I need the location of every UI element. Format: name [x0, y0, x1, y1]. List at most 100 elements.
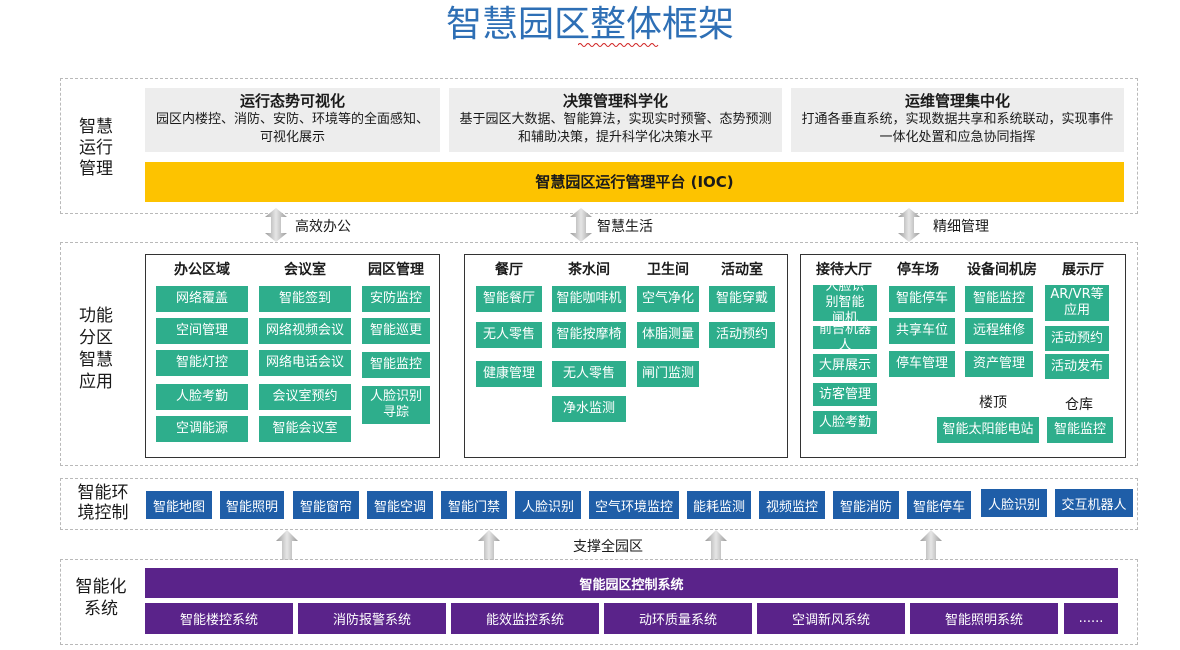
sys-label-line: 系统 [84, 599, 118, 619]
feature-tile[interactable]: 停车管理 [888, 350, 956, 378]
system-item[interactable]: 动环质量系统 [604, 603, 752, 634]
ops-box-heading: 运维管理集中化 [904, 92, 1010, 110]
feature-tile[interactable]: 智能灯控 [155, 349, 249, 377]
env-label-line: 智能环 [77, 483, 129, 503]
env-item[interactable]: 人脸识别 [980, 488, 1048, 518]
env-item[interactable]: 空气环境监控 [588, 490, 680, 520]
connector-office: 高效办公 [295, 219, 351, 235]
feature-tile[interactable]: 健康管理 [475, 360, 543, 388]
feature-tile[interactable]: 人脸考勤 [155, 383, 249, 411]
feature-tile[interactable]: 智能按摩椅 [551, 321, 627, 349]
env-item[interactable]: 智能消防 [832, 490, 900, 520]
feature-tile[interactable]: 大屏展示 [812, 353, 878, 378]
feature-tile[interactable]: 人脸识别智能闸机 [812, 279, 878, 326]
feature-tile[interactable]: 智能停车 [888, 285, 956, 313]
double-arrow-icon [570, 208, 592, 242]
connector-mgmt: 精细管理 [933, 219, 989, 235]
feature-tile[interactable]: 智能咖啡机 [551, 285, 627, 313]
system-item[interactable]: 智能楼控系统 [145, 603, 293, 634]
connector-life: 智慧生活 [597, 219, 653, 235]
feature-tile[interactable]: 智能餐厅 [475, 285, 543, 313]
feature-tile[interactable]: 净水监测 [551, 395, 627, 423]
system-item-more[interactable]: ...... [1064, 603, 1118, 634]
ops-box-visualization: 运行态势可视化 园区内楼控、消防、安防、环境等的全面感知、可视化展示 [145, 88, 440, 152]
feature-tile[interactable]: 前台机器人 [812, 322, 878, 353]
feature-tile[interactable]: 网络视频会议 [258, 317, 352, 345]
env-item[interactable]: 智能停车 [906, 490, 972, 520]
feature-tile[interactable]: 安防监控 [361, 285, 431, 313]
page-title: 智慧园区整体框架 [445, 4, 734, 45]
func-label-line: 分区 [79, 328, 113, 348]
env-item[interactable]: 智能窗帘 [292, 490, 360, 520]
feature-tile[interactable]: 智能会议室 [258, 415, 352, 443]
ops-box-desc: 基于园区大数据、智能算法，实现实时预警、态势预测和辅助决策，提升科学化决策水平 [459, 112, 772, 145]
rooftop-label: 楼顶 [979, 395, 1007, 411]
feature-tile[interactable]: 活动预约 [708, 321, 776, 349]
feature-tile[interactable]: 人脸识别寻踪 [361, 385, 431, 425]
up-arrow-icon [276, 530, 298, 560]
ioc-platform-bar: 智慧园区运行管理平台 (IOC) [145, 162, 1124, 202]
feature-tile[interactable]: 空气净化 [636, 285, 700, 313]
ops-label-line: 智慧 [79, 117, 113, 137]
feature-tile[interactable]: 空间管理 [155, 317, 249, 345]
feature-tile[interactable]: 智能穿戴 [708, 285, 776, 313]
feature-tile[interactable]: 资产管理 [964, 350, 1034, 378]
feature-tile[interactable]: 访客管理 [812, 382, 878, 407]
feature-tile[interactable]: 活动预约 [1044, 325, 1110, 352]
feature-tile[interactable]: 智能太阳能电站 [936, 416, 1040, 444]
feature-tile[interactable]: 网络电话会议 [258, 349, 352, 377]
spellcheck-underline [578, 43, 659, 47]
feature-tile[interactable]: 空调能源 [155, 415, 249, 443]
env-item[interactable]: 交互机器人 [1054, 488, 1134, 518]
system-item[interactable]: 能效监控系统 [451, 603, 599, 634]
parking-heading: 停车场 [897, 262, 939, 278]
ops-label: 智慧 运行 管理 [64, 117, 128, 180]
env-item[interactable]: 智能门禁 [440, 490, 508, 520]
env-label-line: 境控制 [77, 503, 129, 523]
ops-box-heading: 决策管理科学化 [562, 92, 668, 110]
feature-tile[interactable]: 会议室预约 [258, 383, 352, 411]
func-label-line: 智慧 [79, 350, 113, 370]
feature-tile[interactable]: 智能签到 [258, 285, 352, 313]
showroom-heading: 展示厅 [1062, 262, 1104, 278]
feature-tile[interactable]: 体脂测量 [636, 321, 700, 349]
system-item[interactable]: 空调新风系统 [757, 603, 905, 634]
sys-label-line: 智能化 [75, 577, 127, 597]
double-arrow-icon [898, 208, 920, 242]
ops-box-maintenance: 运维管理集中化 打通各垂直系统，实现数据共享和系统联动，实现事件一体化处置和应急… [791, 88, 1124, 152]
env-item[interactable]: 智能空调 [366, 490, 434, 520]
feature-tile[interactable]: 智能监控 [361, 351, 431, 379]
system-item[interactable]: 消防报警系统 [298, 603, 446, 634]
env-item[interactable]: 能耗监测 [686, 490, 752, 520]
feature-tile[interactable]: 人脸考勤 [812, 410, 878, 435]
feature-tile[interactable]: 远程维修 [964, 317, 1034, 345]
func-label-line: 应用 [79, 372, 113, 392]
sys-section [60, 559, 1138, 645]
feature-tile[interactable]: 智能巡更 [361, 317, 431, 345]
feature-tile[interactable]: 智能监控 [964, 285, 1034, 313]
ops-label-line: 运行 [79, 138, 113, 158]
restroom-heading: 卫生间 [647, 262, 689, 278]
feature-tile[interactable]: AR/VR等应用 [1044, 284, 1110, 322]
env-label: 智能环 境控制 [62, 483, 144, 523]
feature-tile[interactable]: 共享车位 [888, 317, 956, 345]
reception-heading: 接待大厅 [816, 262, 872, 278]
ops-label-line: 管理 [79, 159, 113, 179]
ops-section [60, 78, 1138, 214]
env-item[interactable]: 智能照明 [219, 490, 285, 520]
feature-tile[interactable]: 活动发布 [1044, 353, 1110, 380]
feature-tile[interactable]: 无人零售 [475, 321, 543, 349]
feature-tile[interactable]: 网络覆盖 [155, 285, 249, 313]
env-item[interactable]: 智能地图 [145, 490, 213, 520]
equipment-room-heading: 设备间机房 [967, 262, 1037, 278]
env-item[interactable]: 人脸识别 [514, 490, 582, 520]
feature-tile[interactable]: 闸门监测 [636, 360, 700, 388]
system-item[interactable]: 智能照明系统 [910, 603, 1058, 634]
up-arrow-icon [478, 530, 500, 560]
park-heading: 园区管理 [368, 262, 424, 278]
env-item[interactable]: 视频监控 [758, 490, 826, 520]
feature-tile[interactable]: 无人零售 [551, 360, 627, 388]
func-label-line: 功能 [79, 306, 113, 326]
feature-tile[interactable]: 智能监控 [1046, 416, 1114, 444]
func-label: 功能 分区 智慧 应用 [64, 305, 128, 393]
